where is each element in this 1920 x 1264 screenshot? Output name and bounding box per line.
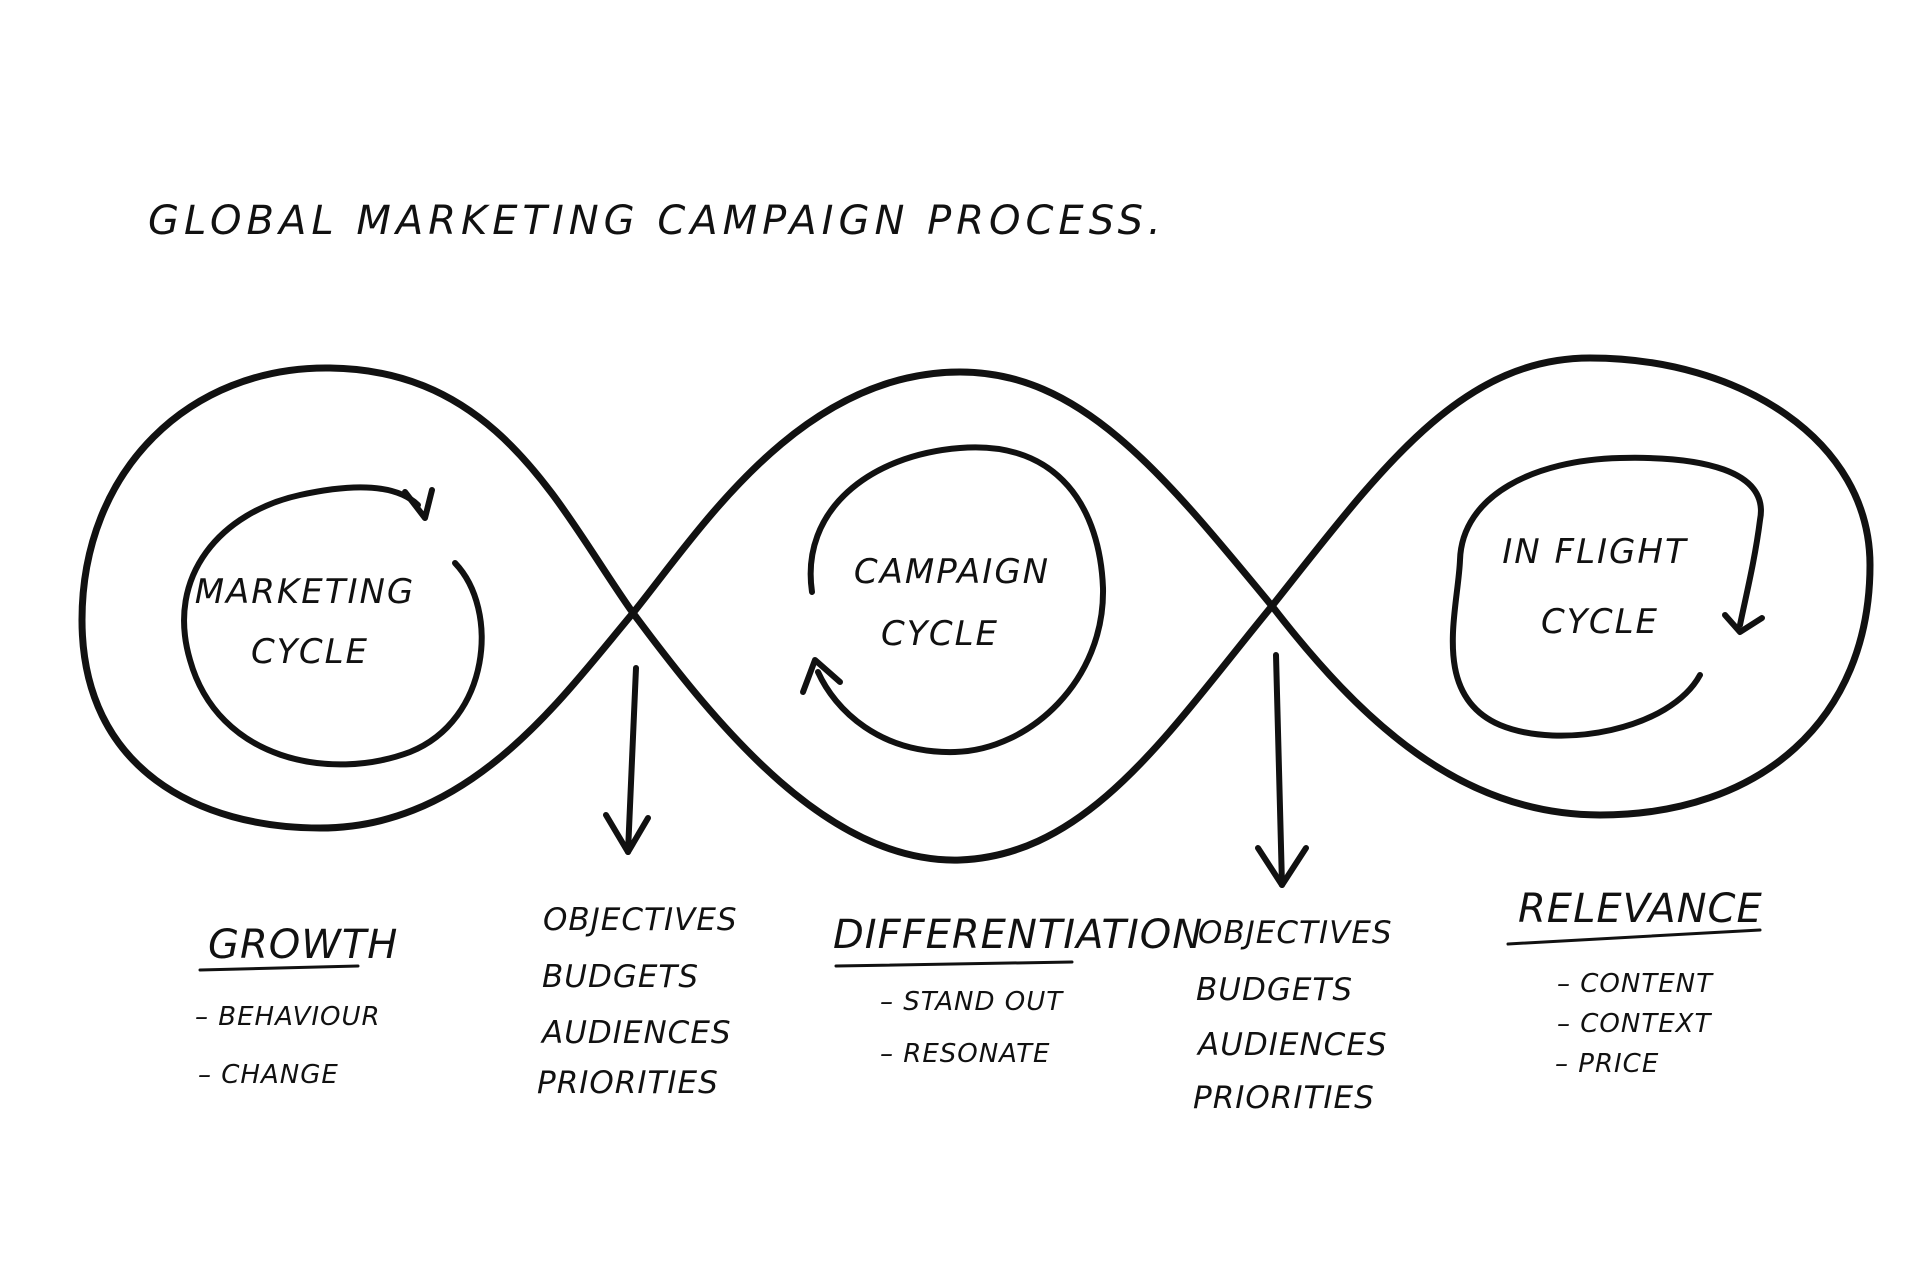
- in-flight-cycle-label: IN FLIGHT: [1502, 532, 1688, 572]
- differentiation-heading: DIFFERENTIATION: [833, 912, 1203, 958]
- relevance-item: – CONTEXT: [1557, 1009, 1712, 1039]
- inputs-item: BUDGETS: [542, 959, 699, 995]
- inputs-item: BUDGETS: [1196, 972, 1353, 1008]
- infinity-loop: [78, 354, 1874, 864]
- marketing-cycle-loop: [181, 484, 485, 768]
- in-flight-cycle-sublabel: CYCLE: [1541, 602, 1659, 642]
- growth-item: – CHANGE: [198, 1060, 339, 1090]
- diagram-title: GLOBAL MARKETING CAMPAIGN PROCESS.: [148, 198, 1166, 244]
- differentiation-underline: [834, 960, 1074, 968]
- in-flight-cycle-arrowhead: [1722, 612, 1765, 635]
- down-arrow-left: [625, 665, 639, 855]
- relevance-item: – CONTENT: [1557, 969, 1714, 999]
- campaign-cycle-arrowhead: [800, 657, 843, 695]
- growth-underline: [198, 964, 360, 972]
- marketing-cycle-arrowhead: [402, 487, 435, 521]
- inputs-item: OBJECTIVES: [1198, 915, 1393, 951]
- inputs-item: AUDIENCES: [1196, 1027, 1388, 1063]
- marketing-cycle-sublabel: CYCLE: [251, 632, 369, 672]
- relevance-heading: RELEVANCE: [1518, 886, 1763, 932]
- relevance-underline: [1506, 928, 1762, 946]
- inputs-item: OBJECTIVES: [543, 902, 738, 938]
- differentiation-item: – STAND OUT: [880, 987, 1064, 1017]
- down-arrow-left-head: [603, 812, 651, 855]
- campaign-cycle-sublabel: CYCLE: [881, 614, 999, 654]
- inputs-item: PRIORITIES: [1193, 1080, 1375, 1116]
- growth-item: – BEHAVIOUR: [195, 1002, 381, 1032]
- relevance-item: – PRICE: [1555, 1049, 1659, 1079]
- down-arrow-right-head: [1255, 845, 1309, 888]
- growth-heading: GROWTH: [208, 922, 398, 968]
- inputs-item: PRIORITIES: [537, 1065, 719, 1101]
- campaign-cycle-loop: [807, 444, 1107, 756]
- down-arrow-right: [1273, 652, 1285, 888]
- differentiation-item: – RESONATE: [880, 1039, 1050, 1069]
- inputs-item: AUDIENCES: [540, 1015, 732, 1051]
- campaign-cycle-label: CAMPAIGN: [854, 552, 1050, 592]
- in-flight-cycle-loop: [1449, 454, 1764, 739]
- marketing-cycle-label: MARKETING: [195, 572, 416, 612]
